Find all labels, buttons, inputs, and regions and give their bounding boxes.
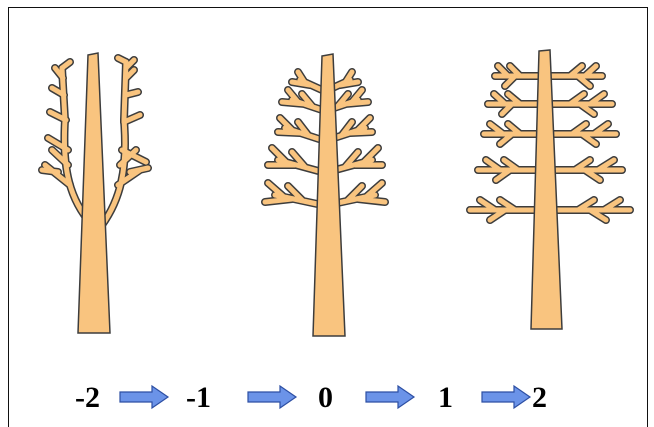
arrow-right-icon (481, 384, 532, 410)
arrow-right-icon (365, 384, 416, 410)
tree-1-branch-fill (39, 55, 151, 228)
scale-label-minus-2: -2 (75, 381, 100, 414)
scale-label-1: 1 (438, 381, 453, 414)
arrow-right-icon (247, 384, 298, 410)
tree-1 (38, 52, 152, 334)
tree-3-branch-fill (467, 63, 633, 223)
scale-row: -2 -1 0 1 2 (75, 381, 547, 414)
tree-2-trunk (312, 53, 346, 337)
tree-1-trunk (77, 52, 111, 334)
scale-label-0: 0 (318, 381, 333, 414)
tree-2-branch-fill (262, 69, 388, 208)
tree-3-trunk (530, 49, 563, 330)
tree-2 (261, 53, 389, 337)
scale-label-minus-1: -1 (186, 381, 211, 414)
scale-label-2: 2 (532, 381, 547, 414)
arrow-right-icon (119, 384, 170, 410)
tree-3 (466, 49, 634, 330)
